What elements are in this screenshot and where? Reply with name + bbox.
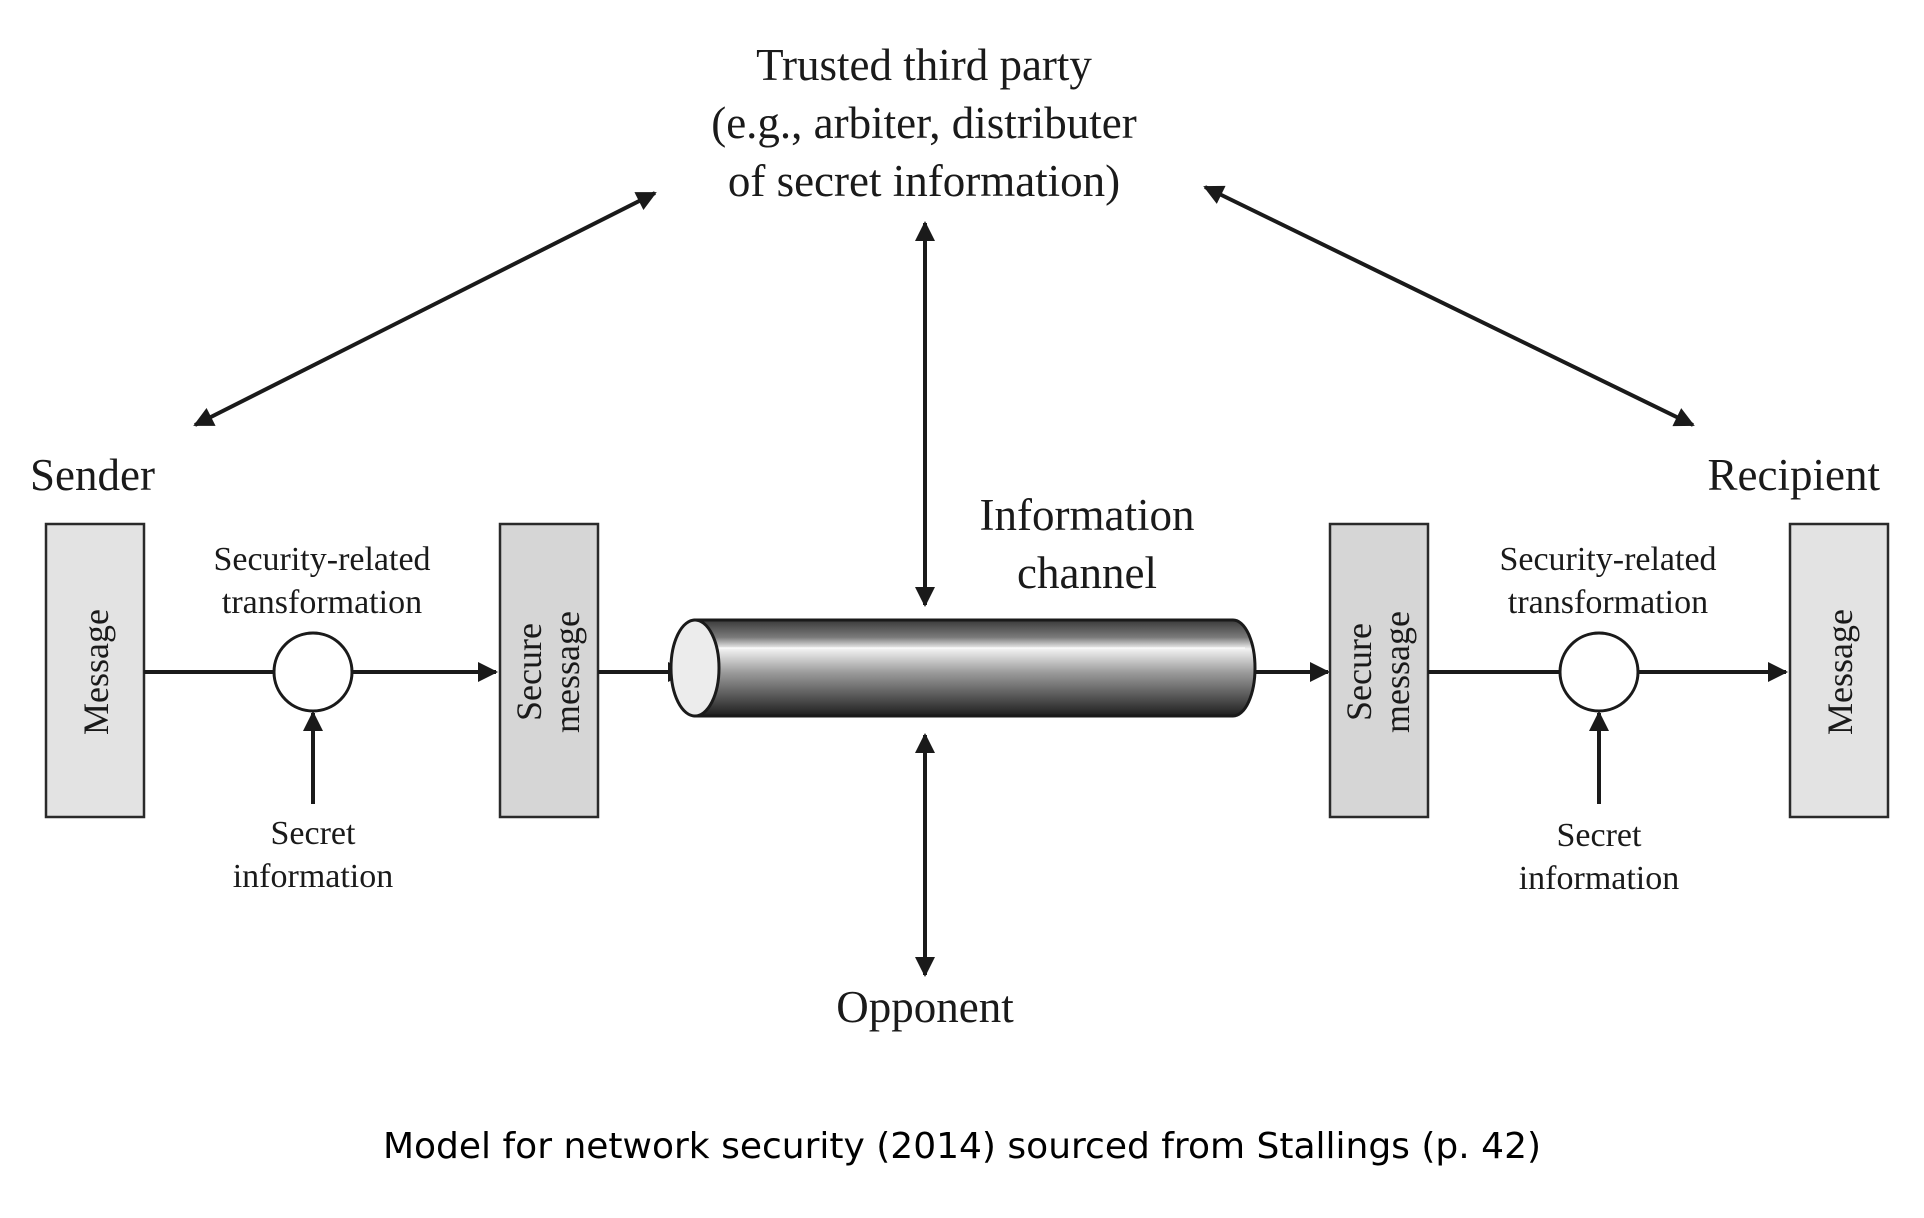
recipient-secret-label-line2: information	[1519, 860, 1680, 897]
recipient-transformation-node	[1558, 631, 1640, 713]
trusted-third-party-line1: Trusted third party	[756, 40, 1092, 90]
recipient-secure-label-line2: message	[1377, 611, 1417, 733]
sender-transformation-node	[272, 631, 354, 713]
recipient-transformation-label-line2: transformation	[1508, 584, 1708, 621]
sender-title: Sender	[30, 450, 155, 500]
opponent-label: Opponent	[836, 982, 1014, 1032]
sender-secure-message-label: Secure message	[509, 611, 587, 733]
sender-transformation-label-line1: Security-related	[213, 541, 430, 578]
recipient-title: Recipient	[1708, 450, 1881, 500]
sender-transformation-label-line2: transformation	[222, 584, 422, 621]
trusted-third-party-line3: of secret information)	[728, 156, 1120, 206]
trusted-third-party-line2: (e.g., arbiter, distributer	[711, 98, 1137, 148]
sender-secret-label-line1: Secret	[271, 815, 357, 852]
sender-secure-label-line2: message	[547, 611, 587, 733]
sender-message-box	[44, 522, 146, 819]
sender-message-label: Message	[76, 609, 116, 735]
recipient-transformation-label-line1: Security-related	[1499, 541, 1716, 578]
sender-secure-message-box	[498, 522, 600, 819]
sender-secret-label-line2: information	[233, 858, 394, 895]
information-channel-label-line2: channel	[1017, 548, 1157, 598]
recipient-message-label: Message	[1820, 609, 1860, 735]
figure-caption: Model for network security (2014) source…	[383, 1126, 1541, 1167]
recipient-secure-message-label: Secure message	[1339, 611, 1417, 733]
recipient-message-box	[1788, 522, 1890, 819]
information-channel-pipe	[669, 618, 1257, 718]
sender-secure-label-line1: Secure	[509, 623, 549, 721]
trusted-third-party-label: Trusted third party (e.g., arbiter, dist…	[711, 40, 1137, 206]
recipient-trusted-party-arrow	[1203, 185, 1695, 427]
sender-trusted-party-arrow	[193, 191, 657, 427]
channel-pipe-body	[693, 618, 1257, 718]
channel-pipe-opening	[669, 618, 721, 718]
recipient-secure-label-line1: Secure	[1339, 623, 1379, 721]
recipient-secret-label-line1: Secret	[1557, 817, 1643, 854]
information-channel-label-line1: Information	[980, 490, 1195, 540]
